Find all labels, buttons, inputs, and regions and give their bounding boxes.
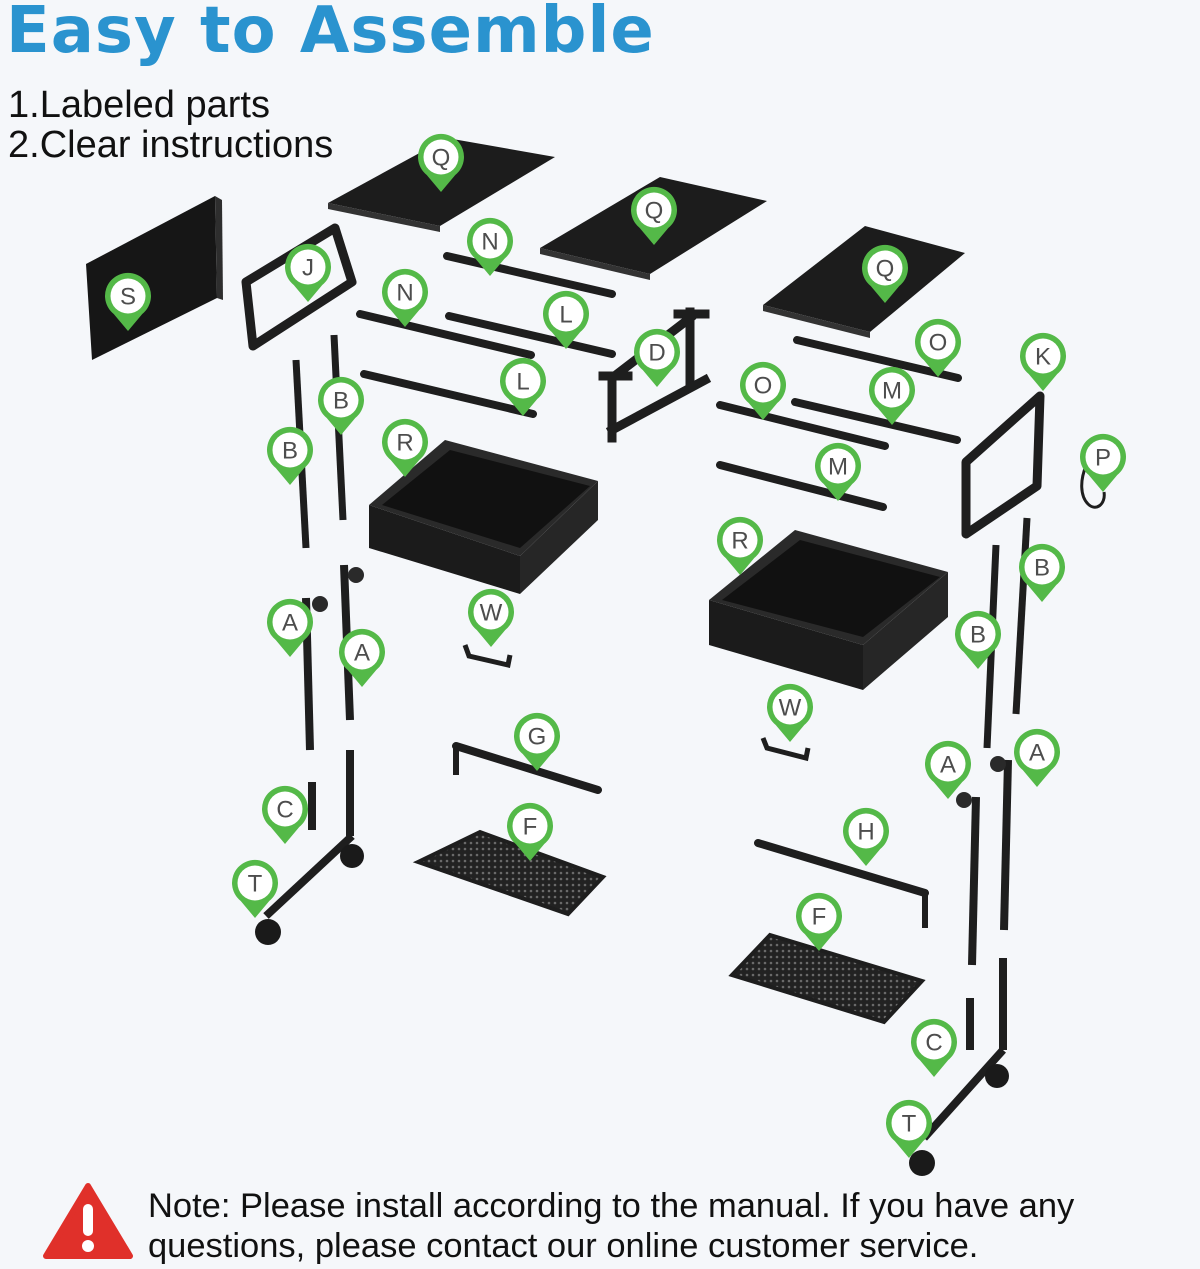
part-letter: A xyxy=(282,610,298,637)
part-letter: A xyxy=(1029,740,1045,767)
part-label-b1: B xyxy=(318,376,365,435)
part-label-o1: O xyxy=(915,318,961,377)
part-letter: N xyxy=(481,229,498,256)
part-label-q1: Q xyxy=(417,133,464,192)
base-c-2 xyxy=(921,958,1007,1141)
part-label-q3: Q xyxy=(862,244,908,303)
handle-w-1 xyxy=(462,644,513,669)
part-label-b2: B xyxy=(267,426,313,485)
part-label-t1: T xyxy=(232,859,278,918)
side-panel-s xyxy=(86,196,217,360)
drawer-r-2 xyxy=(709,530,948,690)
part-letter: R xyxy=(396,430,413,457)
part-letter: J xyxy=(302,255,314,282)
part-letter: T xyxy=(248,871,263,898)
part-letter: N xyxy=(396,280,413,307)
part-label-h: H xyxy=(843,807,890,866)
part-letter: Q xyxy=(876,256,895,283)
part-letter: F xyxy=(523,814,538,841)
part-label-k: K xyxy=(1020,332,1066,391)
part-label-m1: M xyxy=(868,366,915,425)
feature-clear-instructions: 2.Clear instructions xyxy=(8,124,334,166)
part-label-a3: A xyxy=(925,740,971,799)
part-label-w2: W xyxy=(766,683,813,742)
part-letter: B xyxy=(282,438,298,465)
part-letter: G xyxy=(528,724,547,751)
part-letter: P xyxy=(1095,445,1111,472)
part-label-f1: F xyxy=(507,802,554,861)
part-label-c2: C xyxy=(911,1018,957,1077)
part-label-l2: L xyxy=(500,357,547,416)
drawer-r-1 xyxy=(369,440,598,594)
handle-w-2 xyxy=(760,737,811,762)
part-label-a1: A xyxy=(267,598,313,657)
part-label-m2: M xyxy=(815,442,861,501)
warning-triangle-icon xyxy=(43,1183,133,1259)
part-letter: O xyxy=(929,330,948,357)
part-letter: K xyxy=(1035,344,1051,371)
part-letter: O xyxy=(754,373,773,400)
part-letter: A xyxy=(940,752,956,779)
part-label-r2: R xyxy=(717,516,763,575)
part-label-w1: W xyxy=(468,588,514,647)
part-letter: C xyxy=(276,797,293,824)
part-label-b3: B xyxy=(1019,543,1065,602)
part-label-p: P xyxy=(1080,433,1126,492)
assembly-note: Note: Please install according to the ma… xyxy=(148,1187,1075,1265)
casters-t xyxy=(255,844,1009,1176)
part-letter: H xyxy=(857,819,874,846)
part-label-o2: O xyxy=(740,361,786,420)
hook-p xyxy=(1080,465,1106,509)
part-label-s: S xyxy=(104,272,151,331)
part-label-a2: A xyxy=(339,628,385,687)
part-letter: B xyxy=(1034,555,1050,582)
part-letter: M xyxy=(828,454,848,481)
part-label-b4: B xyxy=(955,610,1002,669)
part-label-c1: C xyxy=(262,785,308,844)
part-letter: C xyxy=(925,1030,942,1057)
part-label-j: J xyxy=(285,243,331,302)
mesh-shelf-f-1 xyxy=(412,829,607,917)
part-letter: M xyxy=(882,378,902,405)
page-title: Easy to Assemble xyxy=(6,0,655,68)
part-letter: D xyxy=(648,340,665,367)
part-label-r1: R xyxy=(382,418,428,477)
part-label-a4: A xyxy=(1014,728,1060,787)
part-label-g: G xyxy=(514,712,560,771)
frame-k xyxy=(961,391,1045,539)
part-label-n2: N xyxy=(382,268,428,327)
part-letter: Q xyxy=(645,198,664,225)
part-letter: B xyxy=(333,388,349,415)
part-letter: R xyxy=(731,528,748,555)
part-letter: L xyxy=(516,369,529,396)
part-label-n1: N xyxy=(467,217,513,276)
beams xyxy=(356,252,962,897)
part-letter: F xyxy=(812,904,827,931)
part-letter: S xyxy=(120,284,136,311)
tabletop-q-3 xyxy=(763,226,965,332)
part-label-t2: T xyxy=(886,1099,933,1158)
mesh-shelf-f-2 xyxy=(728,932,926,1025)
part-letter: A xyxy=(354,640,370,667)
part-letter: B xyxy=(970,622,986,649)
base-c-1 xyxy=(263,750,355,919)
part-label-d: D xyxy=(634,328,681,387)
feature-labeled-parts: 1.Labeled parts xyxy=(8,84,270,126)
part-label-l1: L xyxy=(543,290,590,349)
part-letter: T xyxy=(902,1111,917,1138)
part-letter: W xyxy=(480,600,503,627)
part-label-q2: Q xyxy=(631,186,678,245)
part-letter: Q xyxy=(432,145,451,172)
part-letter: W xyxy=(779,695,802,722)
part-label-f2: F xyxy=(796,892,842,951)
part-letter: L xyxy=(559,302,572,329)
